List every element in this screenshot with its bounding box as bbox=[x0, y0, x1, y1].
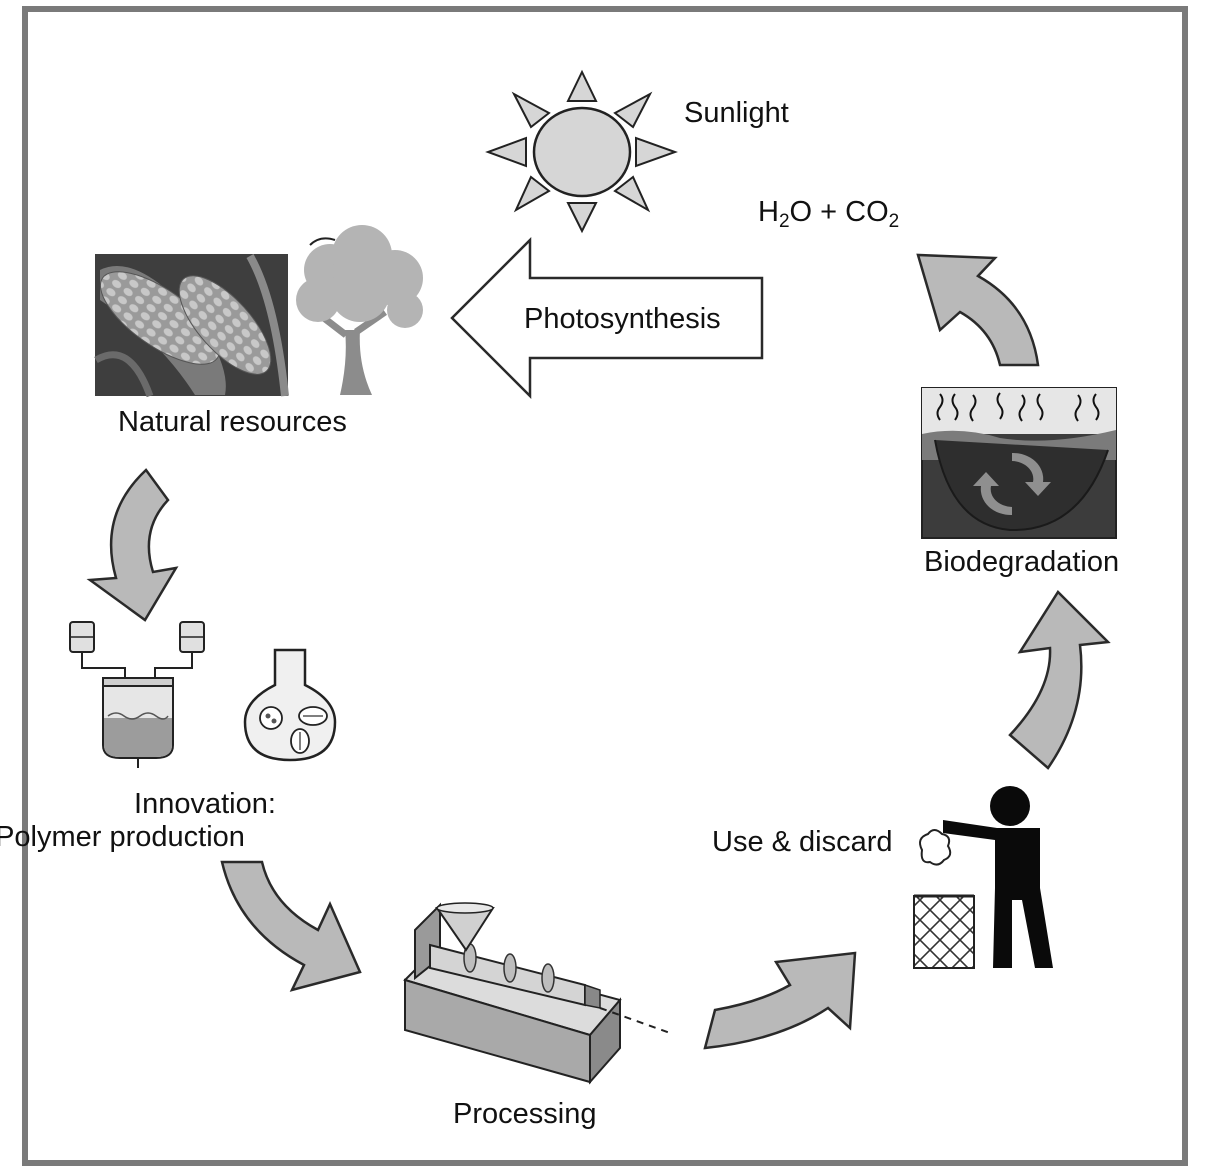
waste-basket-icon bbox=[913, 894, 975, 969]
photosynthesis-label: Photosynthesis bbox=[524, 303, 721, 335]
sun-icon bbox=[485, 69, 678, 234]
innovation-label-line2: Polymer production bbox=[0, 821, 245, 854]
bioreactor-icon bbox=[69, 621, 205, 768]
h2o-co2-label: H2O + CO2 bbox=[758, 196, 900, 232]
biodegradation-label: Biodegradation bbox=[924, 546, 1120, 578]
arrow-to-polymer-production bbox=[86, 468, 179, 622]
innovation-label-line1: Innovation: bbox=[134, 788, 276, 820]
photosynthesis-arrow bbox=[450, 236, 764, 400]
biodegradation-soil-icon bbox=[921, 387, 1117, 539]
arrow-to-processing bbox=[220, 860, 362, 992]
natural-resources-label: Natural resources bbox=[118, 406, 347, 438]
waste-item-icon bbox=[919, 829, 952, 866]
use-discard-label: Use & discard bbox=[712, 826, 893, 858]
corn-photo bbox=[94, 254, 289, 398]
formula-h: H bbox=[758, 196, 779, 228]
arrow-to-h2o-co2 bbox=[916, 253, 1040, 367]
extruder-icon bbox=[403, 902, 671, 1085]
flask-icon bbox=[243, 648, 337, 762]
sunlight-label: Sunlight bbox=[684, 97, 789, 129]
arrow-to-biodegradation bbox=[1008, 590, 1111, 770]
tree-icon bbox=[296, 225, 423, 395]
diagram-frame bbox=[22, 6, 1188, 1166]
arrow-to-use-discard bbox=[703, 951, 857, 1050]
person-discarding-icon bbox=[943, 786, 1053, 968]
formula-c-subscript: 2 bbox=[888, 211, 900, 232]
processing-label: Processing bbox=[453, 1098, 597, 1130]
formula-h-subscript: 2 bbox=[778, 211, 790, 232]
innovation-label: Innovation: Polymer production bbox=[0, 788, 380, 855]
formula-o-plus-c: O + CO bbox=[789, 196, 889, 228]
